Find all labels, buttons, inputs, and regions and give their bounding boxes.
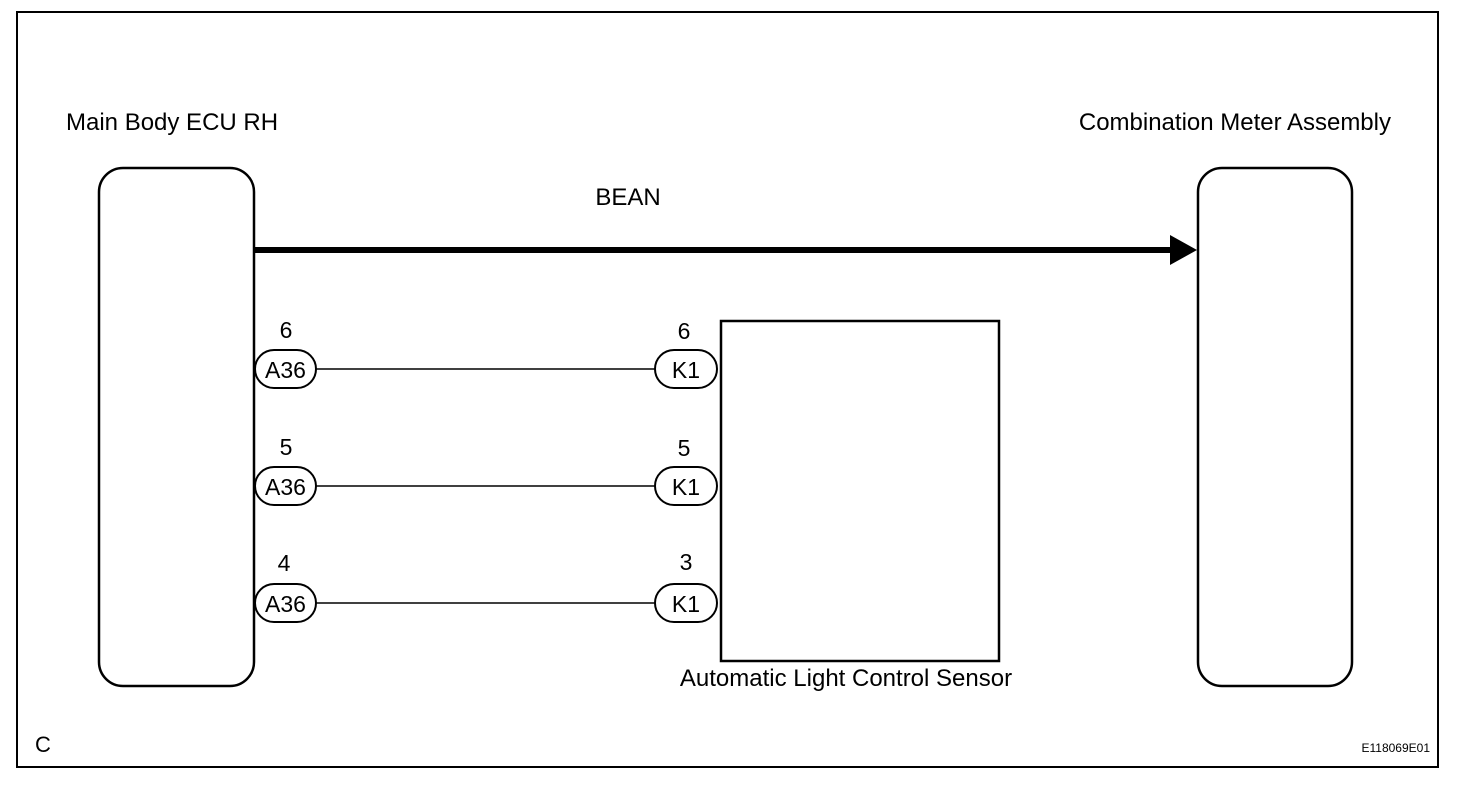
sensor-connector-badge (654, 583, 718, 623)
sensor-pin-number: 6 (678, 318, 691, 344)
ecu-connector-badge (254, 349, 317, 389)
light-sensor-label: Automatic Light Control Sensor (680, 665, 1012, 692)
wire-1: A36 6 K1 6 (254, 317, 718, 389)
sensor-connector-label: K1 (672, 591, 700, 617)
ecu-pin-number: 4 (278, 550, 291, 576)
ecu-connector-badge (254, 466, 317, 506)
ecu-pin-number: 6 (280, 317, 293, 343)
main-body-ecu-label: Main Body ECU RH (66, 109, 278, 136)
sensor-connector-label: K1 (672, 474, 700, 500)
sensor-connector-badge (654, 349, 718, 389)
bean-bus-label: BEAN (595, 184, 660, 211)
combination-meter-label: Combination Meter Assembly (1079, 109, 1391, 136)
combination-meter-box (1196, 166, 1354, 688)
ecu-pin-number: 5 (280, 434, 293, 460)
ecu-connector-badge (254, 583, 317, 623)
sensor-pin-number: 3 (680, 549, 693, 575)
ecu-connector-label: A36 (265, 357, 306, 383)
figure-id: E118069E01 (1361, 741, 1430, 755)
light-sensor-box (719, 319, 1001, 663)
sensor-connector-label: K1 (672, 357, 700, 383)
wire-2: A36 5 K1 5 (254, 434, 718, 506)
sensor-pin-number: 5 (678, 435, 691, 461)
sensor-connector-badge (654, 466, 718, 506)
bean-bus-arrowhead (1170, 235, 1197, 265)
ecu-connector-label: A36 (265, 591, 306, 617)
ecu-connector-label: A36 (265, 474, 306, 500)
main-body-ecu-box (97, 166, 256, 688)
corner-label: C (35, 732, 51, 757)
wire-3: A36 4 K1 3 (254, 549, 718, 623)
